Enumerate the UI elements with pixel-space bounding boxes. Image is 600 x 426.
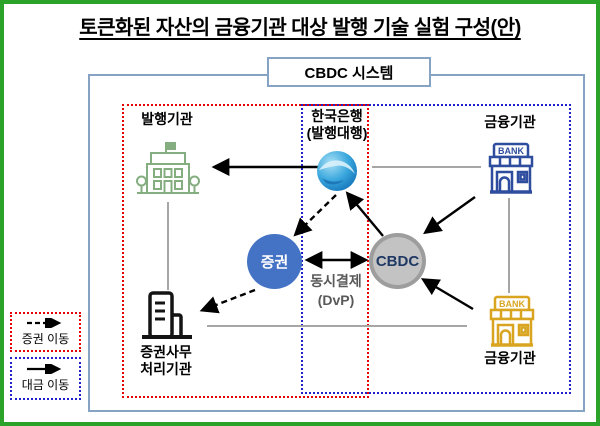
fi-top-bank-sign-text: BANK bbox=[498, 146, 524, 156]
fi-bottom-bank-sign-text: BANK bbox=[499, 299, 525, 309]
sec-office-building-icon bbox=[142, 291, 192, 339]
securities-node: 증권 bbox=[247, 234, 302, 289]
dashed-arrow-icon bbox=[26, 317, 61, 328]
legend-securities-flow-label: 증권 이동 bbox=[21, 331, 70, 346]
legend-cash-flow-label: 대금 이동 bbox=[21, 378, 70, 392]
sec-office-label: 증권사무 처리기관 bbox=[121, 344, 211, 378]
cbdc-node-label: CBDC bbox=[375, 252, 420, 270]
solid-arrow-icon bbox=[26, 364, 61, 374]
sec-office-label-line2: 처리기관 bbox=[140, 361, 192, 377]
cbdc-system-label: CBDC 시스템 bbox=[267, 57, 431, 87]
dvp-label: 동시결제 (DvP) bbox=[299, 272, 373, 310]
legend-securities-flow: 증권 이동 bbox=[10, 312, 81, 352]
sec-office-label-line1: 증권사무 bbox=[140, 344, 192, 360]
bok-label-line1: 한국은행 bbox=[311, 108, 363, 124]
dvp-label-line1: 동시결제 bbox=[310, 273, 362, 289]
bok-label-line2: (발행대행) bbox=[306, 125, 368, 141]
bok-label: 한국은행 (발행대행) bbox=[297, 108, 377, 142]
fi-bottom-label: 금융기관 bbox=[484, 350, 536, 366]
bok-sphere-icon bbox=[317, 151, 357, 191]
diagram-title: 토큰화된 자산의 금융기관 대상 발행 기술 실험 구성(안) bbox=[79, 17, 521, 39]
legend-cash-flow: 대금 이동 bbox=[10, 357, 81, 400]
fi-top-label: 금융기관 bbox=[484, 114, 536, 130]
issuer-label: 발행기관 bbox=[141, 111, 193, 127]
issuer-building-icon bbox=[136, 142, 200, 194]
fi-top-bank-icon: BANK bbox=[488, 142, 534, 194]
cbdc-system-box bbox=[88, 74, 585, 412]
cbdc-zone-blue bbox=[301, 104, 571, 394]
cbdc-node: CBDC bbox=[369, 233, 426, 289]
dvp-label-line2: (DvP) bbox=[317, 292, 355, 308]
fi-bottom-bank-icon: BANK bbox=[489, 295, 535, 347]
securities-node-label: 증권 bbox=[260, 254, 289, 271]
